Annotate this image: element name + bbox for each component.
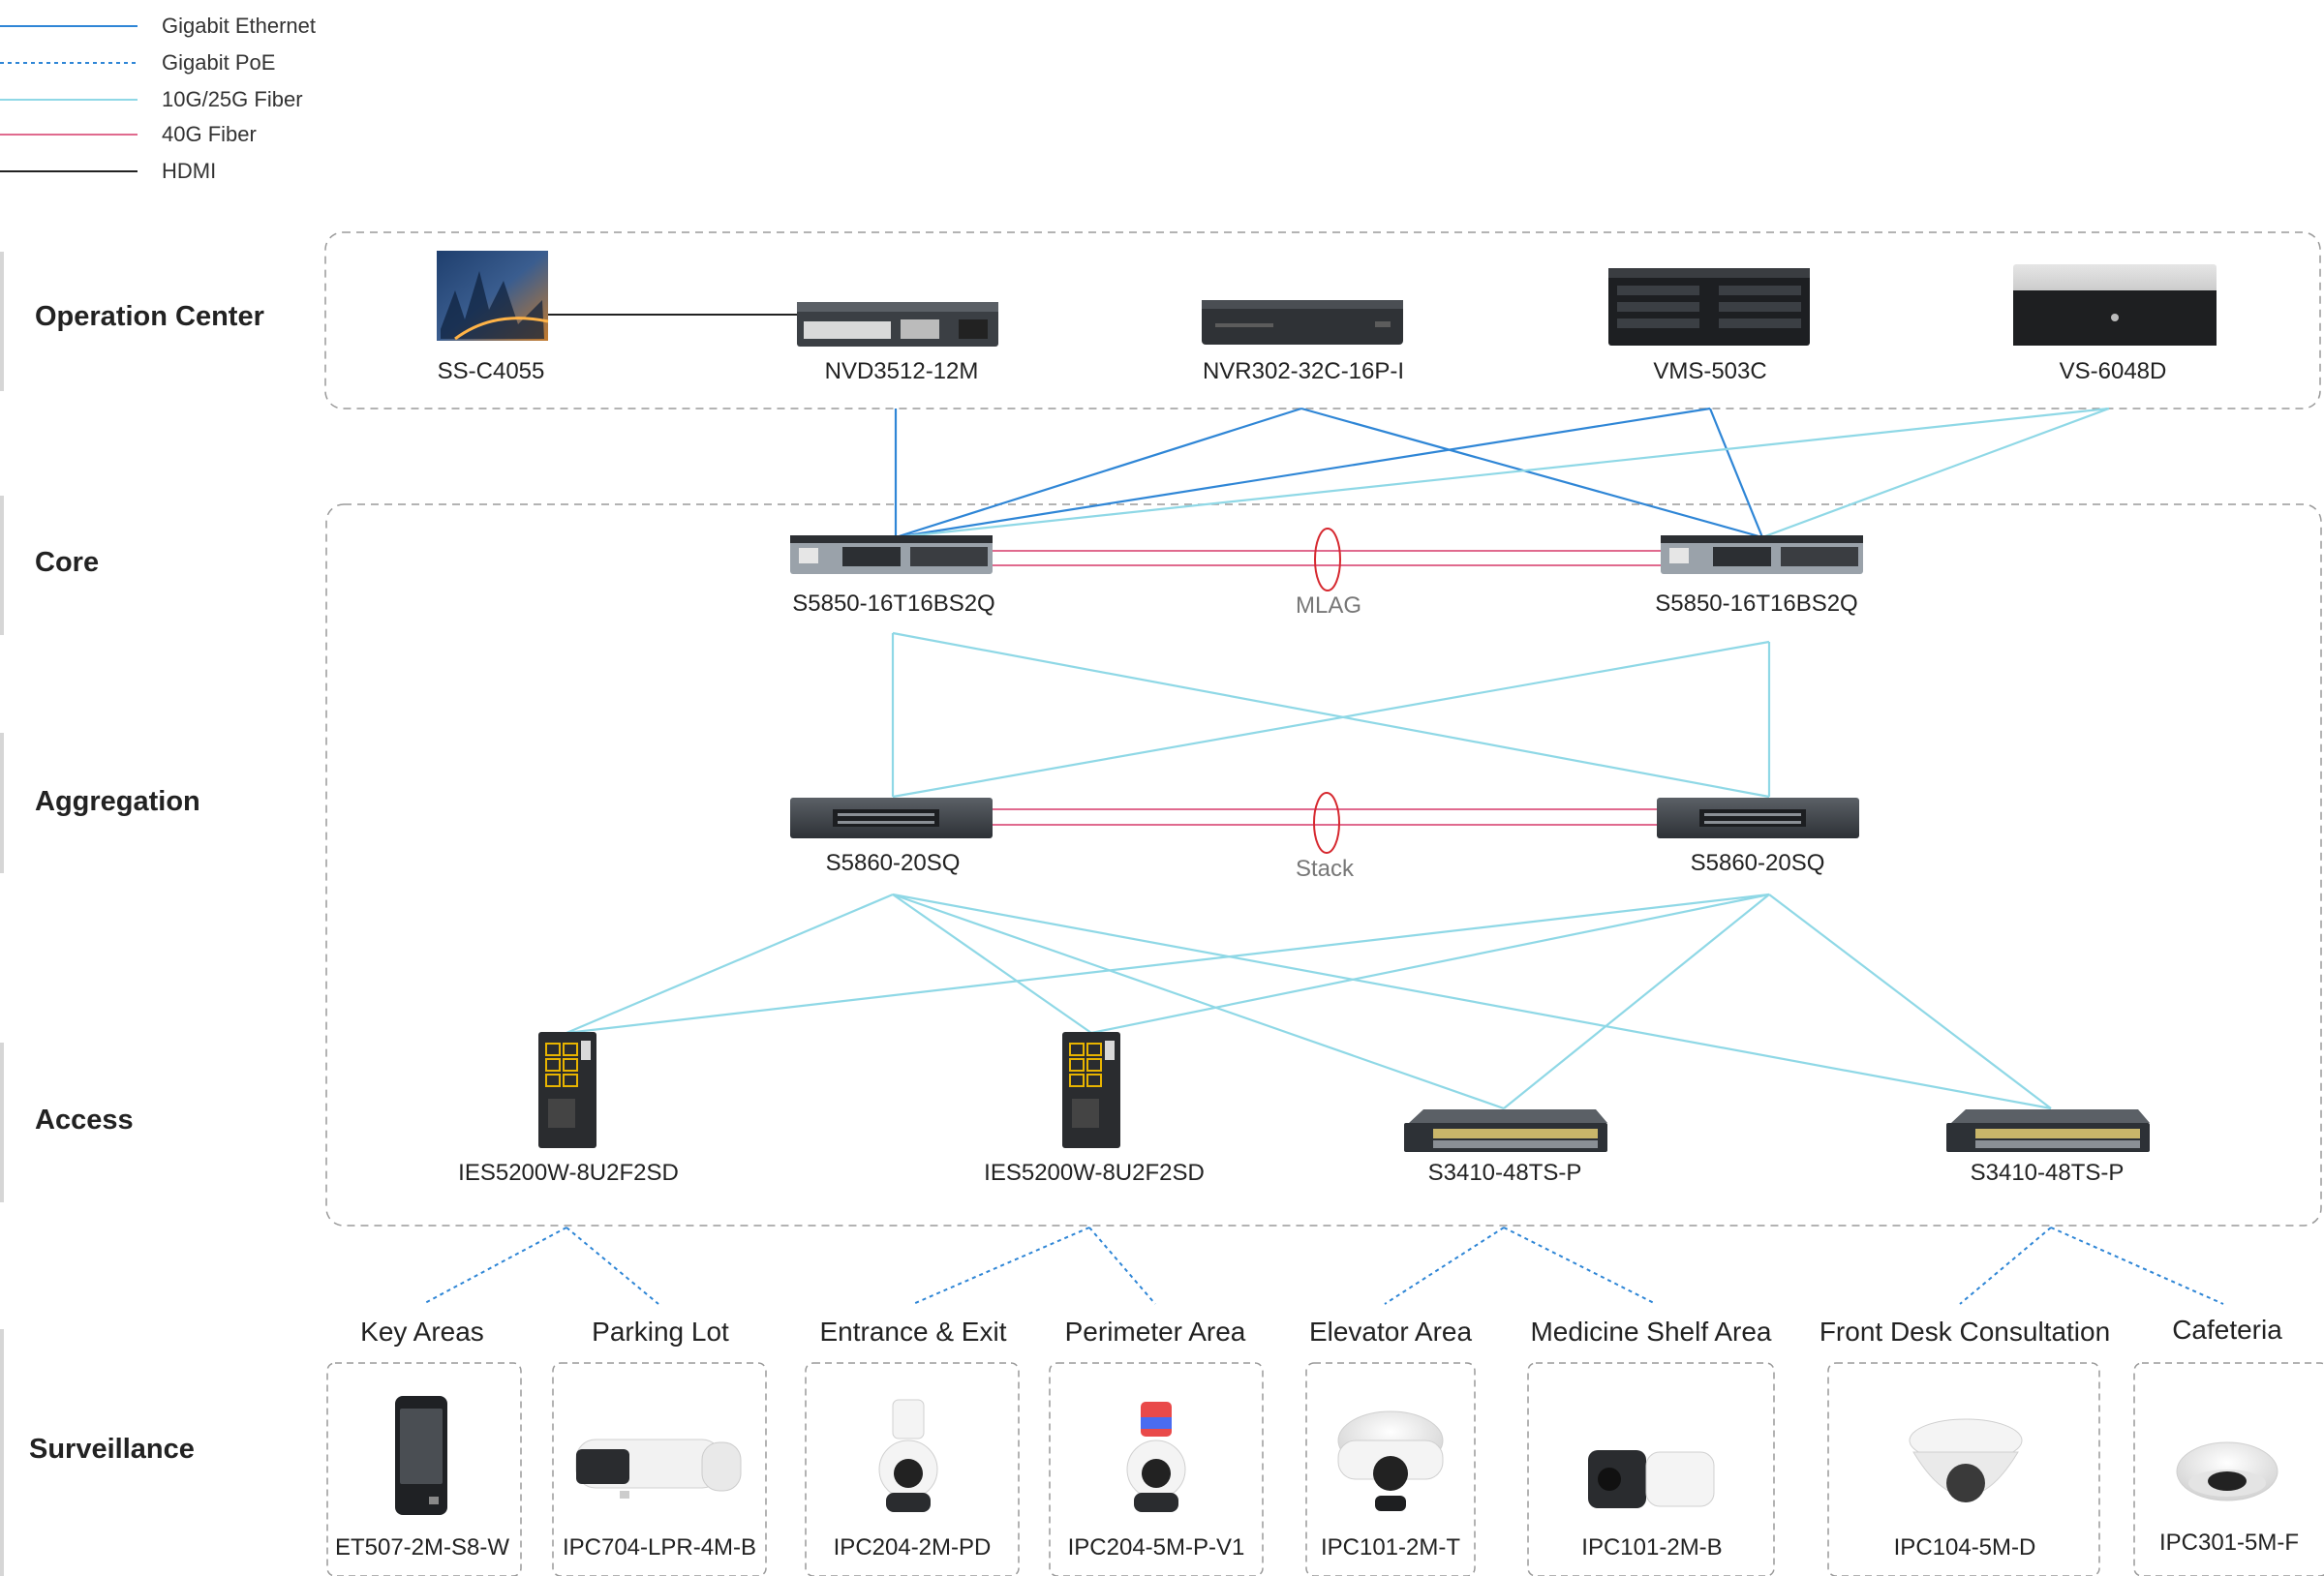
ipc101-box-camera-icon [1588, 1450, 1715, 1508]
device-label-s3410-right: S3410-48TS-P [1970, 1160, 2125, 1186]
device-label-nvd3512: NVD3512-12M [824, 358, 979, 384]
area-label-perimeter-area: Perimeter Area [1064, 1317, 1246, 1347]
aggregation-switch-right-icon [1657, 798, 1859, 838]
device-label-s3410-left: S3410-48TS-P [1427, 1160, 1582, 1186]
tier-bar-operation-center [0, 252, 4, 391]
area-box-elevator [1305, 1362, 1476, 1576]
vs-6048d-storage-icon [2013, 264, 2217, 346]
legend-label-40g-fiber: 40G Fiber [162, 122, 257, 146]
gigabit-ethernet-links [894, 407, 1764, 539]
device-label-core-left: S5850-16T16BS2Q [792, 591, 995, 617]
device-label-ipc704: IPC704-LPR-4M-B [562, 1534, 757, 1561]
device-label-ipc204-2m: IPC204-2M-PD [833, 1534, 992, 1561]
et507-face-terminal-icon [395, 1396, 447, 1515]
stack-ring-icon [1313, 792, 1340, 854]
device-label-ipc101-2m-t: IPC101-2M-T [1320, 1534, 1461, 1561]
area-label-parking-lot: Parking Lot [592, 1317, 729, 1347]
area-label-key-areas: Key Areas [360, 1317, 484, 1347]
area-label-entrance-exit: Entrance & Exit [819, 1317, 1007, 1347]
device-label-vms-503c: VMS-503C [1653, 358, 1767, 384]
tier-bar-surveillance [0, 1329, 4, 1576]
area-box-perimeter [1049, 1362, 1264, 1576]
mlag-label: MLAG [1295, 592, 1361, 619]
ies5200w-right-icon [1062, 1032, 1120, 1148]
ipc204-5m-ptz-camera-icon [1126, 1402, 1186, 1512]
area-label-cafeteria: Cafeteria [2172, 1315, 2282, 1345]
area-box-front-desk [1827, 1362, 2100, 1576]
ipc704-bullet-camera-icon [575, 1439, 742, 1499]
area-box-cafeteria [2133, 1362, 2324, 1576]
device-label-ies5200w-left: IES5200W-8U2F2SD [458, 1160, 679, 1186]
area-box-key-areas [326, 1362, 522, 1576]
nvr302-recorder-icon [1202, 300, 1403, 345]
device-label-ies5200w-right: IES5200W-8U2F2SD [984, 1160, 1205, 1186]
core-switch-left-icon [790, 535, 993, 574]
area-box-medicine-shelf [1527, 1362, 1775, 1576]
tier-bar-access [0, 1043, 4, 1202]
ies5200w-left-icon [538, 1032, 596, 1148]
ipc301-fisheye-camera-icon [2176, 1441, 2278, 1501]
area-box-entrance-exit [805, 1362, 1020, 1576]
legend-label-gigabit-poe: Gigabit PoE [162, 50, 276, 75]
device-label-ss-c4055: SS-C4055 [437, 358, 545, 384]
gigabit-poe-links [422, 1227, 2224, 1305]
device-label-core-right: S5850-16T16BS2Q [1655, 591, 1858, 617]
device-label-nvr302: NVR302-32C-16P-I [1202, 358, 1405, 384]
device-label-ipc204-5m: IPC204-5M-P-V1 [1067, 1534, 1245, 1561]
tier-bar-core [0, 496, 4, 635]
ipc104-dome-camera-icon [1909, 1418, 2023, 1502]
ipc101-turret-camera-icon [1337, 1410, 1444, 1511]
network-box [325, 503, 2322, 1227]
ss-c4055-display-icon [437, 251, 549, 341]
stack-label: Stack [1295, 856, 1355, 882]
device-label-ipc101-2m-b: IPC101-2M-B [1581, 1534, 1723, 1561]
legend-label-gigabit-ethernet: Gigabit Ethernet [162, 14, 316, 38]
device-label-vs-6048d: VS-6048D [2059, 358, 2167, 384]
area-label-elevator-area: Elevator Area [1308, 1317, 1473, 1347]
vms-503c-server-icon [1608, 268, 1810, 346]
s3410-right-switch-icon [1946, 1109, 2150, 1152]
tier-label-access: Access [35, 1105, 134, 1136]
mlag-ring-icon [1314, 528, 1341, 591]
device-label-aggregation-left: S5860-20SQ [825, 850, 961, 876]
surveillance-boxes [326, 1362, 2324, 1576]
tier-label-operation-center: Operation Center [35, 301, 264, 332]
tier-label-aggregation: Aggregation [35, 786, 200, 817]
legend [0, 25, 138, 172]
area-box-parking-lot [552, 1362, 767, 1576]
tier-label-core: Core [35, 547, 100, 578]
s3410-left-switch-icon [1404, 1109, 1607, 1152]
legend-label-10g-25g-fiber: 10G/25G Fiber [162, 87, 303, 111]
aggregation-switch-left-icon [790, 798, 993, 838]
core-switch-right-icon [1661, 535, 1863, 574]
device-label-et507: ET507-2M-S8-W [334, 1534, 510, 1561]
tier-label-surveillance: Surveillance [29, 1434, 195, 1465]
ipc204-ptz-camera-icon [878, 1399, 938, 1512]
tier-bar-aggregation [0, 733, 4, 873]
area-label-medicine-shelf-area: Medicine Shelf Area [1530, 1317, 1772, 1347]
operation-center-box [324, 231, 2321, 409]
fiber-10g-25g-links [566, 407, 2110, 1110]
device-label-ipc301: IPC301-5M-F [2158, 1530, 2300, 1556]
device-label-aggregation-right: S5860-20SQ [1690, 850, 1825, 876]
fiber-40g-links [993, 550, 1661, 826]
device-label-ipc104: IPC104-5M-D [1893, 1534, 2036, 1561]
area-label-front-desk-consultation: Front Desk Consultation [1819, 1317, 2111, 1347]
legend-label-hdmi: HDMI [162, 159, 217, 183]
nvd3512-decoder-icon [797, 302, 998, 347]
